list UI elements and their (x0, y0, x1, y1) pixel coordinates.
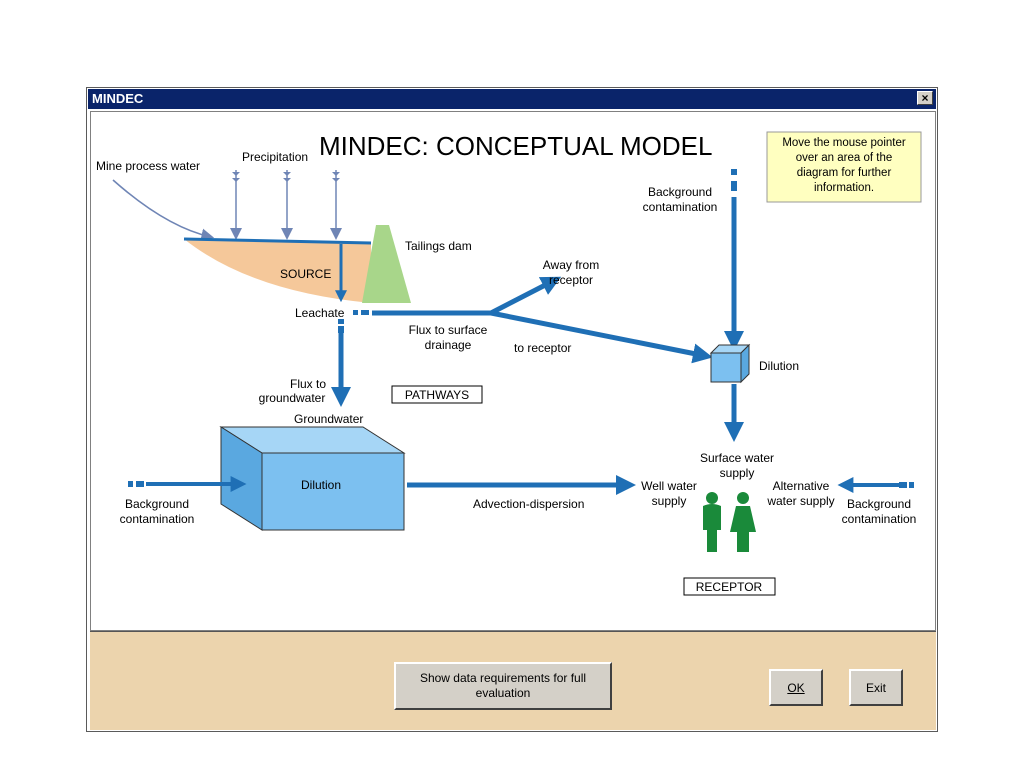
window-title: MINDEC (92, 91, 144, 106)
water-surface-line (183, 237, 372, 245)
flux-ground-label-2: groundwater (259, 391, 326, 405)
mine-process-water-label: Mine process water (96, 159, 200, 173)
background-right-label-1: Background (847, 497, 911, 511)
background-left-dashes (128, 481, 144, 487)
diagram-title: MINDEC: CONCEPTUAL MODEL (319, 131, 712, 161)
alternative-water-label-1: Alternative (773, 479, 830, 493)
dilution-box-label: Dilution (301, 478, 341, 492)
background-left-label-1: Background (125, 497, 189, 511)
receptor-box: RECEPTOR (683, 577, 776, 596)
groundwater-dilution-box[interactable] (219, 426, 406, 531)
hint-line-2: over an area of the (796, 152, 893, 164)
exit-label: Exit (865, 680, 886, 695)
leachate-label: Leachate (295, 306, 345, 320)
hint-line-3: diagram for further (797, 167, 892, 179)
pathways-box: PATHWAYS (391, 385, 483, 404)
hint-line-1: Move the mouse pointer (782, 137, 906, 149)
tailings-dam-label: Tailings dam (405, 239, 472, 253)
alternative-water-label-2: water supply (766, 494, 834, 508)
dilution-right-label: Dilution (759, 359, 799, 373)
tailings-dam-shape[interactable] (362, 225, 411, 303)
background-top-label-2: contamination (643, 200, 718, 214)
groundwater-dashes (338, 319, 344, 333)
away-from-label-1: Away from (543, 258, 599, 272)
conceptual-model-diagram[interactable]: MINDEC: CONCEPTUAL MODEL Move the mouse … (91, 112, 935, 630)
pathways-label: PATHWAYS (405, 388, 469, 402)
well-water-label-2: supply (652, 494, 687, 508)
ok-button[interactable]: OK (769, 669, 823, 706)
ok-label: OK (787, 680, 805, 695)
background-top-label-1: Background (648, 185, 712, 199)
precipitation-label: Precipitation (242, 150, 308, 164)
background-left-label-2: contamination (120, 512, 195, 526)
title-bar: MINDEC × (88, 89, 936, 109)
footer-panel: Show data requirements for full evaluati… (90, 631, 936, 730)
to-receptor-arrow[interactable] (490, 310, 713, 364)
surface-water-label-2: supply (720, 466, 755, 480)
leachate-dashes (353, 310, 369, 315)
background-right-label-2: contamination (842, 512, 917, 526)
show-data-line-1: Show data requirements for full (419, 671, 587, 685)
mine-water-arrow (112, 179, 215, 242)
flux-surface-label-1: Flux to surface (409, 323, 488, 337)
away-from-label-2: receptor (549, 273, 593, 287)
show-data-line-2: evaluation (475, 686, 531, 700)
well-water-label-1: Well water (641, 479, 697, 493)
close-icon: × (921, 91, 929, 105)
flux-surface-label-2: drainage (425, 338, 472, 352)
to-receptor-label: to receptor (514, 341, 571, 355)
source-shape[interactable] (184, 239, 371, 303)
flux-ground-label-1: Flux to (290, 377, 326, 391)
close-button[interactable]: × (917, 91, 933, 105)
diagram-area[interactable]: MINDEC: CONCEPTUAL MODEL Move the mouse … (90, 111, 936, 631)
away-from-receptor-arrow[interactable] (489, 276, 562, 316)
hint-line-4: information. (814, 182, 874, 194)
surface-water-label-1: Surface water (700, 451, 774, 465)
background-right-dashes (899, 482, 914, 488)
background-top-dashes (731, 169, 737, 191)
mindec-window: MINDEC × MINDEC: CONCEPTUAL MODEL Move t… (86, 87, 938, 732)
exit-button[interactable]: Exit (849, 669, 903, 706)
groundwater-label: Groundwater (294, 412, 363, 426)
precipitation-arrows (230, 170, 342, 240)
hint-box: Move the mouse pointer over an area of t… (766, 131, 922, 203)
receptor-label: RECEPTOR (696, 580, 763, 594)
advection-label: Advection-dispersion (473, 497, 584, 511)
source-label: SOURCE (280, 267, 331, 281)
people-icon[interactable] (703, 492, 756, 552)
show-data-requirements-button[interactable]: Show data requirements for full evaluati… (394, 662, 612, 710)
dilution-cube-right[interactable] (709, 343, 751, 384)
